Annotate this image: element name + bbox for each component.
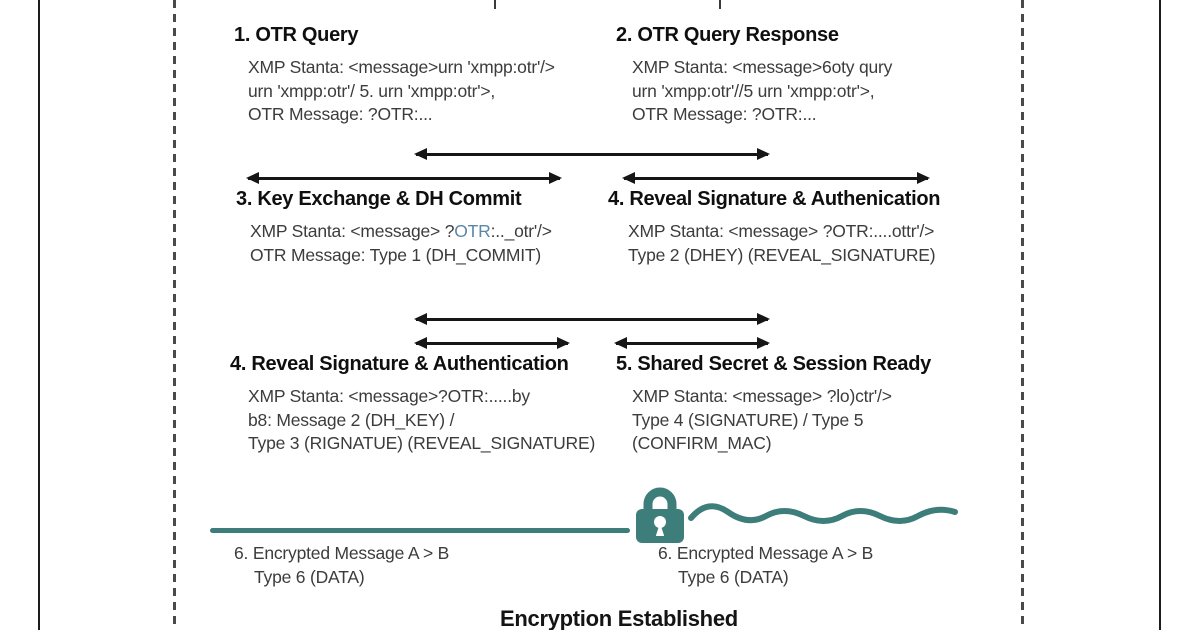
stanza-line: urn 'xmpp:otr'//5 urn 'xmpp:otr'>,	[632, 80, 875, 101]
crop-artifact-tick	[719, 0, 721, 9]
stanza-line: OTR Message: ?OTR:...	[248, 104, 433, 124]
double-arrow	[414, 313, 770, 324]
double-arrow	[622, 172, 930, 183]
step-2-details: XMP Stanta: <message>6oty qury urn 'xmpp…	[632, 56, 892, 127]
stanza-line: XMP Stanta: <message> ?OTR:.._otr'/>	[250, 220, 552, 244]
step-3-details: XMP Stanta: <message> ?OTR:.._otr'/> OTR…	[250, 220, 552, 267]
step-2-title: 2. OTR Query Response	[616, 24, 839, 46]
stanza-line: b8: Message 2 (DH_KEY) /	[248, 409, 455, 430]
stanza-line: XMP Stanta: <message>?OTR:.....by	[248, 386, 530, 406]
step-6-right: 6. Encrypted Message A > B Type 6 (DATA)	[658, 542, 873, 589]
step-6-left: 6. Encrypted Message A > B Type 6 (DATA)	[234, 542, 449, 589]
step-4b-title: 4. Reveal Signature & Authentication	[230, 353, 569, 375]
step-6-title: 6. Encrypted Message A > B	[234, 543, 450, 563]
stanza-line: XMP Stanta: <message> ?lo)ctr'/>	[632, 386, 892, 406]
stanza-line: XMP Stanta: <message> ?OTR:....ottr'/>	[628, 221, 935, 241]
step-3-title: 3. Key Exchange & DH Commit	[236, 188, 522, 210]
right-border-line	[1159, 0, 1161, 630]
stanza-line: XMP Stanta: <message>6oty qury	[632, 57, 893, 77]
double-arrow	[614, 337, 770, 348]
stanza-line: urn 'xmpp:otr'/ 5. urn 'xmpp:otr'>,	[248, 80, 496, 101]
step-4-title: 4. Reveal Signature & Authenication	[608, 188, 941, 210]
left-border-line	[38, 0, 40, 630]
right-dashed-lifeline	[1021, 0, 1024, 630]
stanza-line: XMP Stanta: <message>urn 'xmpp:otr'/>	[248, 57, 555, 77]
stanza-line: OTR Message: ?OTR:...	[632, 104, 817, 124]
step-6-title: 6. Encrypted Message A > B	[658, 543, 874, 563]
encryption-established-label: Encryption Established	[500, 606, 738, 630]
encrypted-wavy-line	[688, 503, 958, 524]
step-1-title: 1. OTR Query	[234, 24, 359, 46]
stanza-text: XMP Stanta: <message> ?	[250, 221, 455, 241]
stanza-line: Type 4 (SIGNATURE) / Type 5	[632, 409, 864, 430]
double-arrow	[246, 172, 562, 183]
step-4b-details: XMP Stanta: <message>?OTR:.....by b8: Me…	[248, 385, 595, 456]
double-arrow	[414, 337, 570, 348]
step-5-title: 5. Shared Secret & Session Ready	[616, 353, 931, 375]
double-arrow	[414, 148, 770, 159]
step-4-details: XMP Stanta: <message> ?OTR:....ottr'/> T…	[628, 220, 936, 267]
otr-highlight-text: OTR	[454, 221, 491, 241]
lock-icon	[636, 487, 684, 543]
left-dashed-lifeline	[173, 0, 176, 630]
stanza-text: :.._otr'/>	[490, 221, 552, 241]
crop-artifact-tick	[494, 0, 496, 9]
step-1-details: XMP Stanta: <message>urn 'xmpp:otr'/> ur…	[248, 56, 555, 127]
stanza-line: Type 6 (DATA)	[678, 566, 789, 587]
stanza-line: Type 6 (DATA)	[254, 566, 365, 587]
encrypted-channel-line	[210, 528, 630, 533]
stanza-line: Type 2 (DHEY) (REVEAL_SIGNATURE)	[628, 244, 936, 265]
stanza-line: Type 3 (RIGNATUE) (REVEAL_SIGNATURE)	[248, 433, 596, 453]
stanza-line: OTR Message: Type 1 (DH_COMMIT)	[250, 244, 542, 265]
step-5-details: XMP Stanta: <message> ?lo)ctr'/> Type 4 …	[632, 385, 892, 456]
stanza-line: (CONFIRM_MAC)	[632, 433, 772, 453]
